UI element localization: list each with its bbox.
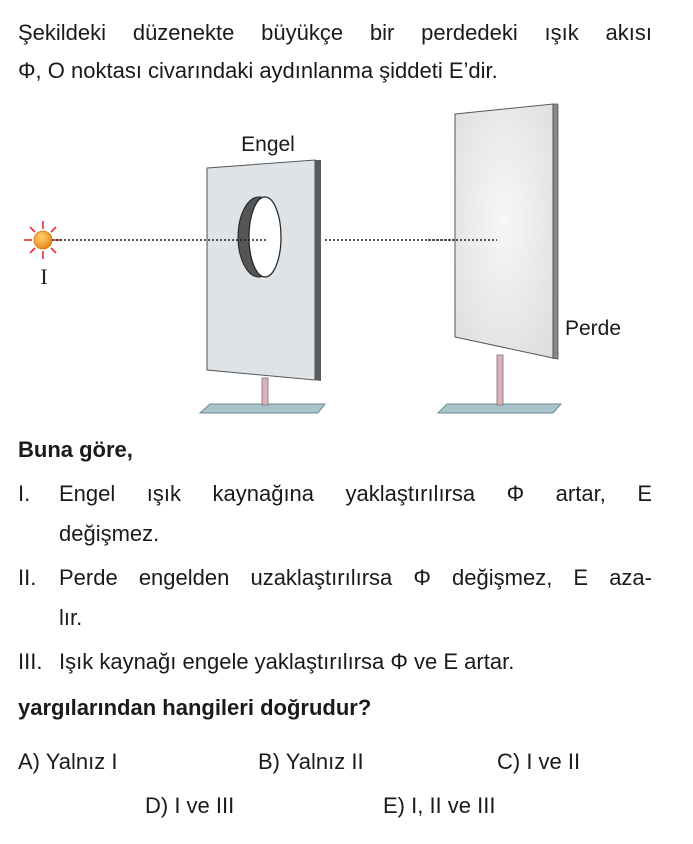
obstacle-panel xyxy=(206,159,321,381)
screen-base xyxy=(436,403,563,414)
statement-text-line-2: değişmez. xyxy=(59,521,160,546)
screen-label: Perde xyxy=(565,317,621,340)
obstacle-base xyxy=(198,403,327,414)
statement-number: III. xyxy=(18,649,43,674)
statement-text-line-1: Engel ışık kaynağına yaklaştırılırsa Φ a… xyxy=(59,481,652,506)
source-label: I xyxy=(40,264,47,289)
option-e[interactable]: E) I, II ve III xyxy=(383,793,496,818)
statement-number: II. xyxy=(18,565,37,590)
obstacle-label: Engel xyxy=(241,133,295,156)
option-d[interactable]: D) I ve III xyxy=(145,793,235,818)
question-stem-line-2: Φ, O noktası civarındaki aydınlanma şidd… xyxy=(18,58,498,83)
obstacle-pole xyxy=(261,377,269,406)
lead-text: Buna göre, xyxy=(18,437,133,462)
light-source-icon xyxy=(24,221,62,259)
option-c[interactable]: C) I ve II xyxy=(497,749,581,774)
screen-pole xyxy=(496,354,504,406)
question-stem-line-1: Şekildeki düzenekte büyükçe bir perdedek… xyxy=(18,20,652,45)
option-a[interactable]: A) Yalnız I xyxy=(18,749,118,774)
question-text: yargılarından hangileri doğrudur? xyxy=(18,695,372,720)
statement-text-line-1: Perde engelden uzaklaştırılırsa Φ değişm… xyxy=(59,565,652,590)
statement-text-line-1: Işık kaynağı engele yaklaştırılırsa Φ ve… xyxy=(59,649,515,674)
diagram: I Engel Perde xyxy=(24,103,621,414)
screen-panel xyxy=(454,103,559,360)
option-b[interactable]: B) Yalnız II xyxy=(258,749,364,774)
statement-number: I. xyxy=(18,481,31,506)
statement-text-line-2: lır. xyxy=(59,605,83,630)
